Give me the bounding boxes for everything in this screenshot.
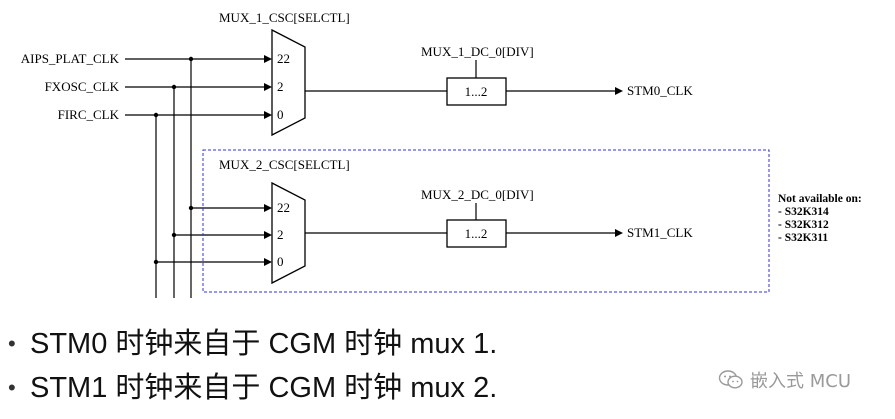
divider-2-value: 1...2	[465, 226, 488, 241]
bullet-text-stm0: STM0 时钟来自于 CGM 时钟 mux 1.	[30, 328, 498, 360]
watermark-text: 嵌入式 MCU	[750, 371, 851, 392]
divider-1-title: MUX_1_DC_0[DIV]	[421, 44, 534, 59]
mux-2-title: MUX_2_CSC[SELCTL]	[219, 157, 350, 172]
mux-1-input-2: 2	[277, 79, 284, 94]
bullet-item-stm0: • STM0 时钟来自于 CGM 时钟 mux 1.	[8, 322, 708, 366]
output-stm0-clk: STM0_CLK	[627, 83, 693, 98]
wechat-icon	[718, 370, 743, 389]
bullet-list: • STM0 时钟来自于 CGM 时钟 mux 1. • STM1 时钟来自于 …	[8, 322, 708, 410]
mux-2-input-0: 0	[277, 254, 284, 269]
note-title: Not available on:	[778, 193, 862, 205]
source-lines	[125, 58, 266, 298]
divider-2-box	[446, 219, 507, 248]
bullet-dot: •	[8, 375, 16, 400]
clock-diagram: MUX_1_CSC[SELCTL] 22 2 0 AIPS_PLAT_CLK F…	[21, 10, 862, 298]
junction-dots	[153, 56, 194, 265]
source-label-firc-clk: FIRC_CLK	[58, 107, 120, 122]
divider-1-box	[446, 77, 507, 106]
output-stm1-clk: STM1_CLK	[627, 225, 693, 240]
note-item-s32k311: - S32K311	[778, 232, 828, 244]
divider-1-value: 1...2	[465, 84, 488, 99]
source-label-aips-plat-clk: AIPS_PLAT_CLK	[21, 51, 120, 66]
source-label-fxosc-clk: FXOSC_CLK	[45, 79, 120, 94]
mux-1-shape	[271, 28, 306, 137]
not-available-region	[202, 149, 770, 293]
bullet-dot: •	[8, 331, 16, 356]
mux-1-input-22: 22	[277, 51, 290, 66]
arrowheads	[264, 55, 623, 266]
mux-2-input-2: 2	[277, 227, 284, 242]
mux-1-input-0: 0	[277, 107, 284, 122]
mux-1-title: MUX_1_CSC[SELCTL]	[219, 10, 350, 25]
watermark: 嵌入式 MCU	[718, 366, 851, 394]
bullet-text-stm1: STM1 时钟来自于 CGM 时钟 mux 2.	[30, 372, 498, 404]
divider-2-title: MUX_2_DC_0[DIV]	[421, 187, 534, 202]
bullet-item-stm1: • STM1 时钟来自于 CGM 时钟 mux 2.	[8, 366, 708, 410]
mux-2-shape	[271, 181, 306, 285]
mux-2-input-22: 22	[277, 200, 290, 215]
note-item-s32k314: - S32K314	[778, 206, 829, 218]
note-item-s32k312: - S32K312	[778, 219, 829, 231]
